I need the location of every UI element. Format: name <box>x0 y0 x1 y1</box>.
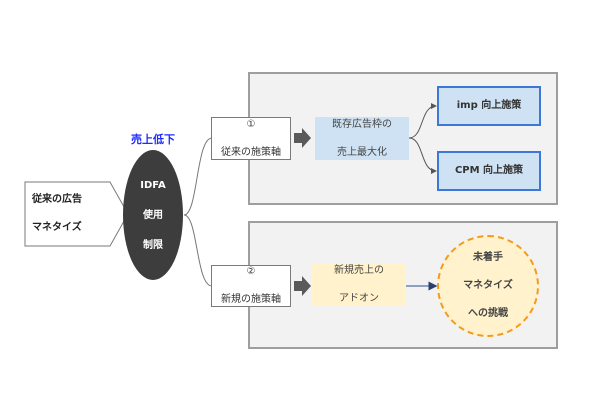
trigger-node-line-2: 使用 <box>142 209 163 221</box>
branch-2-label-box: ② 新規の施策軸 <box>211 265 291 307</box>
start-node: 従来の広告 マネタイズ <box>25 182 115 246</box>
branch-2-target-box: 新規売上の アドオン <box>312 264 406 306</box>
trigger-node-line-1: IDFA <box>140 179 166 191</box>
cpm-improvement-label: CPM 向上施策 <box>454 165 524 176</box>
cpm-improvement-box: CPM 向上施策 <box>437 151 541 191</box>
branch-1-label-box: ① 従来の施策軸 <box>211 117 291 160</box>
branch-1-number: ① <box>246 118 256 130</box>
goal-line-3: への挑戦 <box>467 308 508 319</box>
connector-to-branch-2 <box>183 214 213 287</box>
imp-improvement-label: imp 向上施策 <box>456 100 522 111</box>
goal-line-1: 未着手 <box>472 252 503 263</box>
branch-1-target-line-1: 既存広告枠の <box>332 118 392 130</box>
trigger-node-line-3: 制限 <box>142 239 163 251</box>
connector-to-imp <box>408 103 437 139</box>
trigger-node: IDFA 使用 制限 <box>123 150 183 280</box>
branch-2-target-line-1: 新規売上の <box>334 265 384 276</box>
start-node-line-2: マネタイズ <box>32 222 82 233</box>
goal-circle: 未着手 マネタイズ への挑戦 <box>437 235 539 337</box>
trigger-label: 売上低下 <box>131 133 175 146</box>
start-node-shape <box>24 181 129 247</box>
trigger-ellipse-shape <box>123 150 183 280</box>
imp-improvement-box: imp 向上施策 <box>437 86 541 126</box>
connector-to-cpm <box>408 137 437 174</box>
block-arrow-1 <box>294 128 311 148</box>
start-node-line-1: 従来の広告 <box>32 194 82 205</box>
branch-2-target-line-2: アドオン <box>339 293 379 304</box>
branch-1-title: 従来の施策軸 <box>221 146 281 158</box>
branch-1-target-line-2: 売上最大化 <box>337 146 387 158</box>
block-arrow-2 <box>294 276 311 296</box>
branch-1-target-box: 既存広告枠の 売上最大化 <box>315 117 409 160</box>
goal-line-2: マネタイズ <box>463 280 513 291</box>
connector-to-branch-1 <box>183 137 213 216</box>
branch-2-title: 新規の施策軸 <box>221 294 281 305</box>
branch-2-number: ② <box>246 266 256 277</box>
